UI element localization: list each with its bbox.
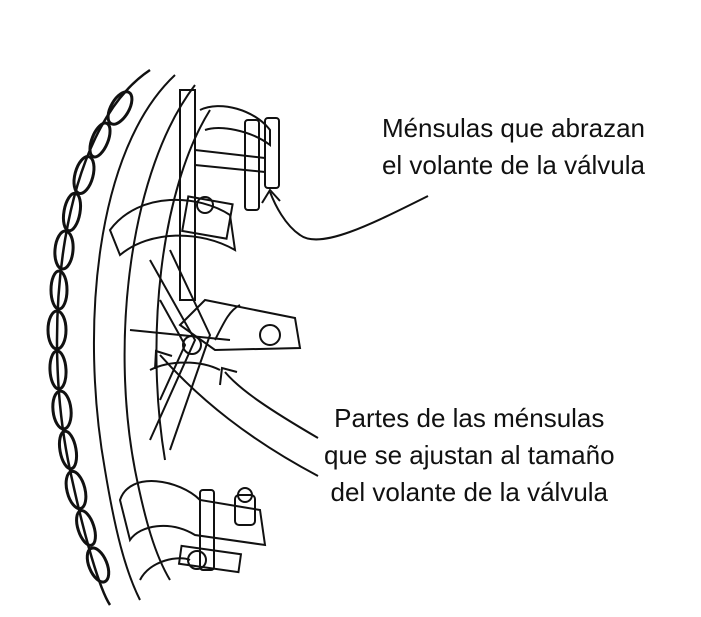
wheel-face <box>123 84 196 581</box>
arrow-to-adjustable-part-right <box>219 366 319 439</box>
arrow-to-clamp-brackets <box>261 188 429 241</box>
chain-icon <box>46 90 134 584</box>
label-line: del volante de la válvula <box>330 477 609 507</box>
bracket-middle <box>178 298 302 355</box>
label-brackets-clamp: Ménsulas que abrazan el volante de la vá… <box>382 110 645 184</box>
label-line: Partes de las ménsulas <box>334 403 605 433</box>
bracket-top <box>108 89 280 301</box>
arrow-to-adjustable-part-left <box>154 349 319 477</box>
label-line: Ménsulas que abrazan <box>381 113 645 143</box>
label-adjustable-parts: Partes de las ménsulas que se ajustan al… <box>324 400 615 511</box>
wheel-spokes <box>129 249 231 451</box>
wheel-face-inner <box>155 109 211 461</box>
label-line: el volante de la válvula <box>381 150 645 180</box>
wheel-rim-inner <box>92 74 176 601</box>
label-line: que se ajustan al tamaño <box>324 440 615 470</box>
bracket-bottom <box>118 480 267 581</box>
